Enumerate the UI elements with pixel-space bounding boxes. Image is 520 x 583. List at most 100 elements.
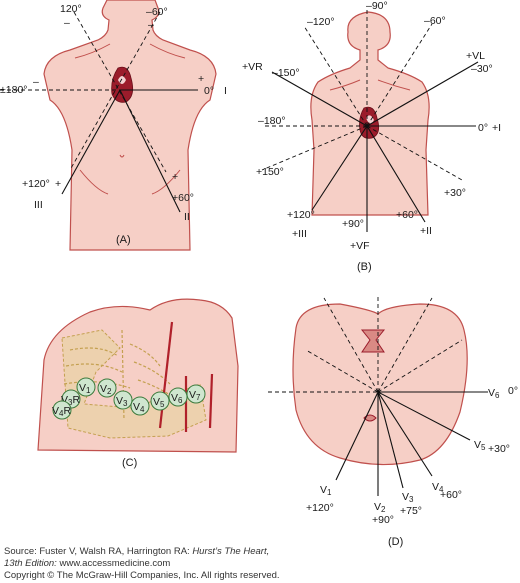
panel-b-angle-p90: +90° (342, 218, 364, 230)
panel-a-rib-right (151, 169, 181, 195)
electrode-v7: V7 (186, 384, 206, 404)
footer-copyright: Copyright © The McGraw-Hill Companies, I… (4, 570, 280, 581)
panel-d-lead-v4 (377, 391, 433, 477)
panel-b-lead-i: +I (492, 122, 501, 134)
panel-a-lead-iii (61, 89, 121, 195)
panel-d-v1-label: V1 (320, 484, 332, 497)
panel-d-v2-angle: +90° (372, 514, 394, 526)
panel-d-v4-angle: +60° (440, 489, 462, 501)
panel-a-axis-m60 (69, 11, 161, 171)
panel-b: –90° –120° –60° +VR –150° +VL –30° –180°… (242, 0, 501, 273)
footer-edition-text: 13th Edition: (4, 558, 60, 569)
panel-c-label: (C) (122, 457, 137, 469)
panel-a-angle-top-left: 120° (60, 3, 82, 15)
electrode-v5: V5 (150, 391, 170, 411)
panel-d-lead-v1 (335, 391, 379, 481)
panel-b-angle-p60: +60° (396, 209, 418, 221)
panel-a-torso (43, 0, 217, 251)
electrode-v4: V4 (130, 396, 150, 416)
svg-text:V3: V3 (116, 395, 128, 408)
panel-d-v3-label: V3 (402, 491, 414, 504)
panel-b-angle-m60: –60° (424, 15, 446, 27)
svg-text:V6: V6 (171, 392, 183, 405)
panel-b-angle-p30: +30° (444, 187, 466, 199)
panel-a-lead-right: I (224, 85, 227, 97)
panel-d-v3-angle: +75° (400, 505, 422, 517)
panel-d-axis-m150 (377, 339, 463, 393)
panel-a-navel (119, 154, 125, 158)
panel-d-label: (D) (388, 536, 403, 548)
panel-b-axis-p30 (366, 125, 463, 181)
footer-book-title: Hurst’s The Heart, (192, 546, 270, 557)
panel-d-lead-v3 (377, 391, 404, 489)
panel-d-cross-section (292, 303, 468, 466)
panel-a-lead-bottom-left: III (34, 199, 43, 211)
panel-c-rib-1 (69, 347, 119, 357)
panel-a-label: (A) (116, 234, 131, 246)
panel-b-angle-0: 0° (478, 122, 488, 134)
panel-d-sternum (360, 329, 386, 353)
panel-b-lead-vr (271, 71, 368, 127)
electrode-v4r: V4R (52, 400, 72, 420)
footer-site: www.accessmedicine.com (59, 558, 171, 569)
electrode-v6: V6 (168, 387, 188, 407)
panel-d-v5-label: V5 (474, 439, 486, 452)
panel-b-lead-vl: +VL (466, 50, 485, 62)
panel-a-collar-right (149, 43, 186, 59)
panel-b-label: (B) (357, 261, 372, 273)
panel-d-v5-angle: +30° (488, 443, 510, 455)
panel-d-v6-angle: 0° (508, 385, 518, 397)
panel-a-sign-bottom-right: + (172, 171, 178, 183)
panel-a-angle-bottom-right: +60° (172, 192, 194, 204)
panel-b-axis-m60 (366, 23, 433, 127)
panel-d-v2-label: V2 (374, 501, 386, 514)
panel-a-sign-bottom-left: + (55, 178, 61, 190)
panel-a-sign-right: + (198, 73, 204, 85)
panel-b-lead-ii: +II (420, 225, 432, 237)
svg-text:V1: V1 (79, 382, 91, 395)
footer-source: Source: Fuster V, Walsh RA, Harrington R… (4, 546, 269, 557)
panel-d: V6 0° V5 +30° V4 +60° V3 +75° V2 +90° V1… (268, 296, 518, 548)
svg-text:V5: V5 (153, 396, 165, 409)
panel-b-angle-m120: –120° (307, 16, 335, 28)
svg-text:V7: V7 (189, 389, 201, 402)
panel-a-sign-top-right: – (148, 19, 154, 31)
panel-c: V1 V2 V3 V4 V5 V6 V7 V3R (37, 298, 239, 469)
panel-a-angle-left: ±180° (0, 84, 27, 96)
panel-b-angle-p150: +150° (256, 166, 284, 178)
svg-text:V4R: V4R (52, 405, 71, 418)
panel-b-angle-top: –90° (366, 0, 388, 12)
panel-b-angle-m150: –150° (272, 67, 300, 79)
panel-a-rib-left (79, 169, 109, 195)
panel-c-rib-2 (65, 363, 123, 373)
electrode-v1: V1 (76, 377, 96, 397)
panel-c-midclavicular-line (158, 321, 174, 429)
panel-b-angle-m30: –30° (471, 63, 493, 75)
svg-text:V4: V4 (133, 401, 145, 414)
panel-b-lead-vr: +VR (242, 61, 263, 73)
svg-text:V3R: V3R (61, 394, 80, 407)
panel-d-lead-v5 (377, 391, 471, 441)
panel-d-spine (363, 414, 377, 422)
panel-a-angle-bottom-left: +120° (22, 178, 50, 190)
panel-b-lead-iii (311, 125, 368, 211)
panel-a: 120° – –60° – ±180° – + 0° I +120° + III… (0, 0, 227, 251)
panel-c-rib-5 (133, 361, 171, 385)
panel-b-collar-left (329, 79, 361, 91)
panel-b-angle-p120: +120° (287, 209, 315, 221)
panel-c-rib-3 (63, 381, 131, 389)
panel-a-lead-bottom-right: II (184, 211, 190, 223)
panel-b-axis-m120 (303, 25, 368, 127)
panel-c-midaxillary-line (208, 373, 214, 429)
electrode-v3: V3 (113, 390, 133, 410)
panel-d-v1-angle: +120° (306, 502, 334, 514)
panel-d-v4-label: V4 (432, 481, 444, 494)
panel-a-angle-right: 0° (204, 85, 214, 97)
panel-d-v6-label: V6 (488, 387, 500, 400)
panel-a-collar-left (74, 43, 111, 59)
panel-a-sign-top-left: – (64, 17, 70, 29)
panel-a-angle-top-right: –60° (146, 6, 168, 18)
panel-b-lead-vl (366, 61, 479, 127)
panel-a-axis-120 (73, 11, 167, 173)
panel-b-axis-p150 (261, 125, 368, 171)
